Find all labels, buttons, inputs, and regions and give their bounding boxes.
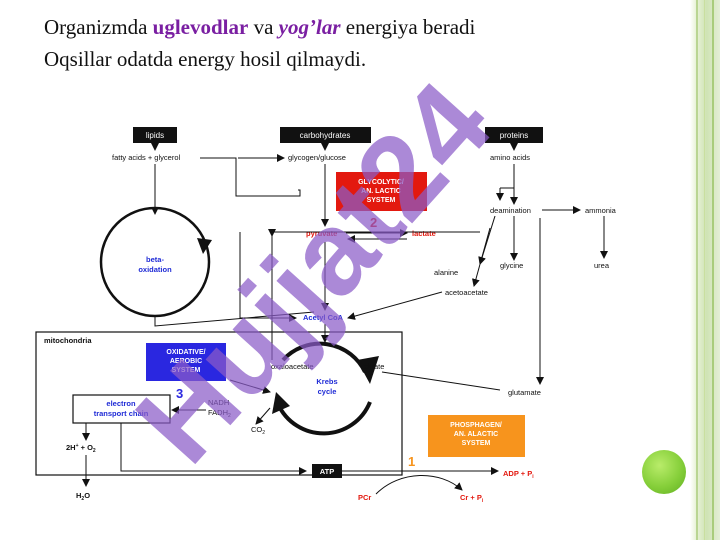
svg-text:SYSTEM: SYSTEM — [462, 440, 491, 447]
svg-text:SYSTEM: SYSTEM — [172, 367, 201, 374]
deamination-label: deamination — [490, 206, 531, 215]
keyword-carbohydrates: uglevodlar — [152, 15, 249, 39]
carbohydrates-label: carbohydrates — [300, 131, 351, 140]
diagram-arrows — [82, 143, 608, 495]
glycolytic-system-box — [336, 172, 427, 211]
beta-cycle-arrowhead — [197, 238, 212, 254]
mitochondria-label: mitochondria — [44, 336, 92, 345]
svg-text:AEROBIC: AEROBIC — [170, 358, 202, 365]
acetyl-coa-label: Acetyl CoA — [303, 313, 344, 322]
system-number-1: 1 — [408, 454, 415, 469]
lipids-box — [133, 127, 177, 143]
mitochondria-box — [35, 331, 403, 476]
pyruvate-label: pyruvate — [306, 229, 337, 238]
water-label: H2O — [76, 491, 90, 502]
glycine-label: glycine — [500, 261, 523, 270]
glutamate-label: glutamate — [508, 388, 541, 397]
text-line-1: Organizmda uglevodlar va yog’lar energiy… — [44, 15, 476, 39]
svg-text:beta-: beta- — [146, 255, 164, 264]
proteins-label: proteins — [500, 131, 528, 140]
fatty-acids-label: fatty acids + glycerol — [112, 153, 180, 162]
right-decor-bar — [690, 0, 720, 540]
svg-text:electron: electron — [106, 399, 136, 408]
adp-label: ADP + Pi — [503, 469, 534, 480]
ammonia-label: ammonia — [585, 206, 617, 215]
lactate-label: lactate — [412, 229, 436, 238]
svg-text:SYSTEM: SYSTEM — [367, 197, 396, 204]
alanine-label: alanine — [434, 268, 458, 277]
svg-text:PHOSPHAGEN/: PHOSPHAGEN/ — [450, 422, 502, 429]
svg-text:Krebs: Krebs — [316, 377, 337, 386]
amino-acids-label: amino acids — [490, 153, 530, 162]
slide-text: Organizmda uglevodlar va yog’lar energiy… — [44, 14, 604, 72]
citrate-label: citrate — [364, 362, 384, 371]
svg-text:ATP: ATP — [320, 467, 334, 476]
krebs-cycle-bottom-arc — [276, 401, 372, 436]
lipids-label: lipids — [146, 131, 164, 140]
acetoacetate-label: acetoacetate — [445, 288, 488, 297]
fadh-label: FADH2 — [208, 408, 231, 419]
electron-transport-chain-box — [72, 394, 171, 424]
cr-label: Cr + Pi — [460, 493, 484, 504]
green-circle-decor — [642, 450, 686, 494]
oxidative-system-box — [146, 343, 226, 381]
carbohydrates-box — [280, 127, 371, 143]
oxaloacetate-label: oxaloacetate — [271, 362, 314, 371]
nadh-label: NADH — [208, 398, 229, 407]
svg-text:oxidation: oxidation — [138, 265, 172, 274]
svg-text:cycle: cycle — [318, 387, 337, 396]
keyword-fats: yog’lar — [278, 15, 341, 39]
system-number-2: 2 — [370, 215, 377, 230]
text-line-2: Oqsillar odatda energy hosil qilmaydi. — [44, 47, 367, 71]
system-number-3: 3 — [176, 386, 183, 401]
svg-text:transport chain: transport chain — [94, 409, 149, 418]
svg-text:GLYCOLYTIC/: GLYCOLYTIC/ — [358, 179, 404, 186]
pcr-label: PCr — [358, 493, 371, 502]
proteins-box — [485, 127, 543, 143]
co2-label: CO2 — [251, 425, 265, 436]
svg-text:AN. LACTIC: AN. LACTIC — [361, 188, 401, 195]
svg-text:AN. ALACTIC: AN. ALACTIC — [454, 431, 498, 438]
glycogen-label: glycogen/glucose — [288, 153, 346, 162]
phosphagen-system-box — [428, 415, 525, 457]
atp-box — [312, 464, 342, 478]
urea-label: urea — [594, 261, 610, 270]
svg-text:OXIDATIVE/: OXIDATIVE/ — [166, 349, 205, 356]
hydrogen-oxygen-label: 2H+ + O2 — [66, 443, 96, 454]
